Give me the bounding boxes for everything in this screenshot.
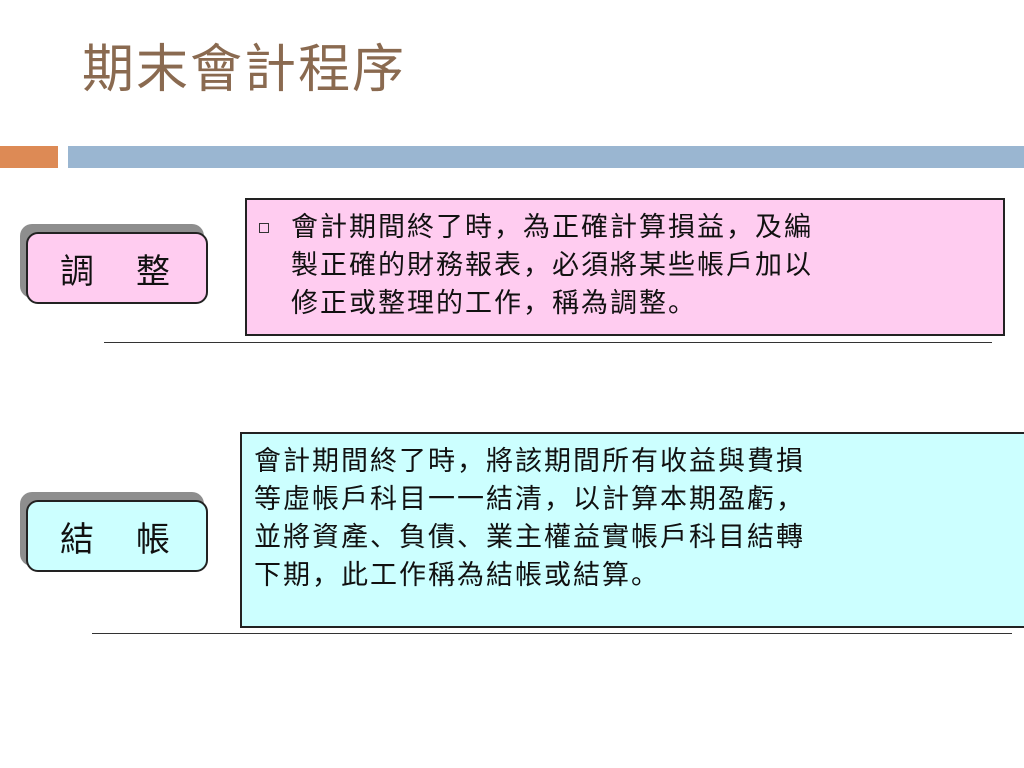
- title-accent-bar-blue: [68, 146, 1024, 168]
- closing-description-line: 下期，此工作稱為結帳或結算。: [254, 560, 660, 591]
- closing-divider: [92, 633, 1012, 634]
- adjust-description-box: 會計期間終了時，為正確計算損益，及編 製正確的財務報表，必須將某些帳戶加以 修正…: [245, 198, 1005, 336]
- closing-description-box: 會計期間終了時，將該期間所有收益與費損 等虛帳戶科目一一結清，以計算本期盈虧， …: [240, 432, 1024, 628]
- adjust-label: 調 整: [26, 232, 208, 304]
- closing-description-line: 會計期間終了時，將該期間所有收益與費損: [254, 446, 805, 477]
- closing-label: 結 帳: [26, 500, 208, 572]
- adjust-description-line: 會計期間終了時，為正確計算損益，及編: [291, 212, 813, 243]
- adjust-description-line: 製正確的財務報表，必須將某些帳戶加以: [291, 250, 813, 281]
- square-bullet-icon: [259, 223, 269, 233]
- closing-description-line: 並將資產、負債、業主權益實帳戶科目結轉: [254, 522, 805, 553]
- adjust-description-line: 修正或整理的工作，稱為調整。: [291, 288, 697, 319]
- slide-title: 期末會計程序: [82, 40, 407, 100]
- closing-description-line: 等虛帳戶科目一一結清，以計算本期盈虧，: [254, 484, 805, 515]
- title-accent-bar-orange: [0, 146, 58, 168]
- adjust-divider: [104, 342, 992, 343]
